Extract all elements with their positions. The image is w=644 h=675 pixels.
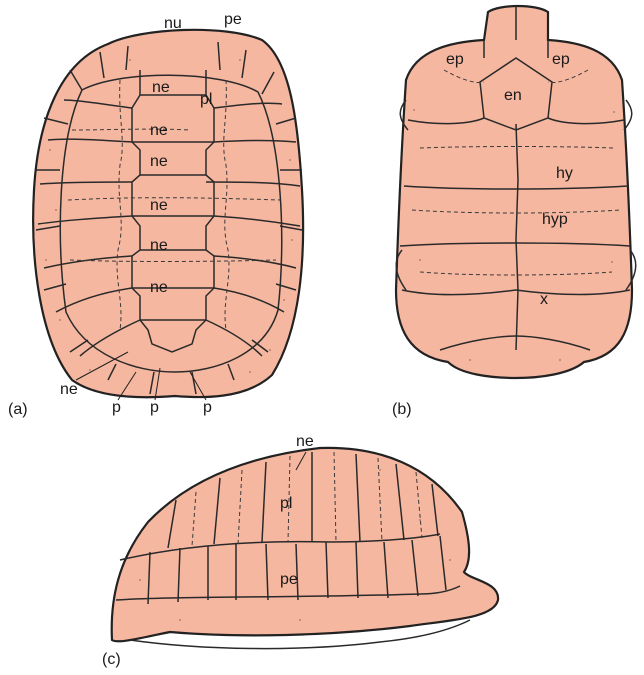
label-p-3: p: [203, 399, 212, 416]
plastron-outline: [396, 6, 632, 378]
label-pe-lateral: pe: [280, 571, 298, 588]
panel-a-carapace: nu pe ne pl ne ne ne ne ne ne p p p (a): [8, 11, 303, 418]
panel-c-lateral: ne pl pe (c): [102, 433, 498, 668]
panel-tag-b: (b): [392, 401, 412, 418]
label-hy: hy: [556, 165, 573, 182]
label-p-1: p: [112, 399, 121, 416]
label-ne-3: ne: [150, 153, 168, 170]
label-nu: nu: [164, 15, 182, 32]
label-ep-left: ep: [446, 51, 464, 68]
panel-tag-c: (c): [102, 651, 121, 668]
lateral-shell-outline: [112, 448, 498, 641]
label-pe: pe: [224, 11, 242, 28]
panel-b-plastron: ep ep en hy hyp x (b): [392, 6, 636, 418]
panel-tag-a: (a): [8, 401, 28, 418]
label-ne-5: ne: [150, 237, 168, 254]
label-ne-leader: ne: [60, 381, 78, 398]
label-pl: pl: [200, 91, 212, 108]
label-ne-1: ne: [152, 79, 170, 96]
label-ne-lateral: ne: [296, 433, 314, 450]
label-ne-6: ne: [150, 279, 168, 296]
label-en: en: [504, 87, 522, 104]
label-ep-right: ep: [552, 51, 570, 68]
label-p-2: p: [150, 399, 159, 416]
label-pl-lateral: pl: [280, 495, 292, 512]
label-ne-2: ne: [150, 122, 168, 139]
label-ne-4: ne: [150, 197, 168, 214]
label-x: x: [540, 291, 548, 308]
label-hyp: hyp: [542, 211, 568, 228]
